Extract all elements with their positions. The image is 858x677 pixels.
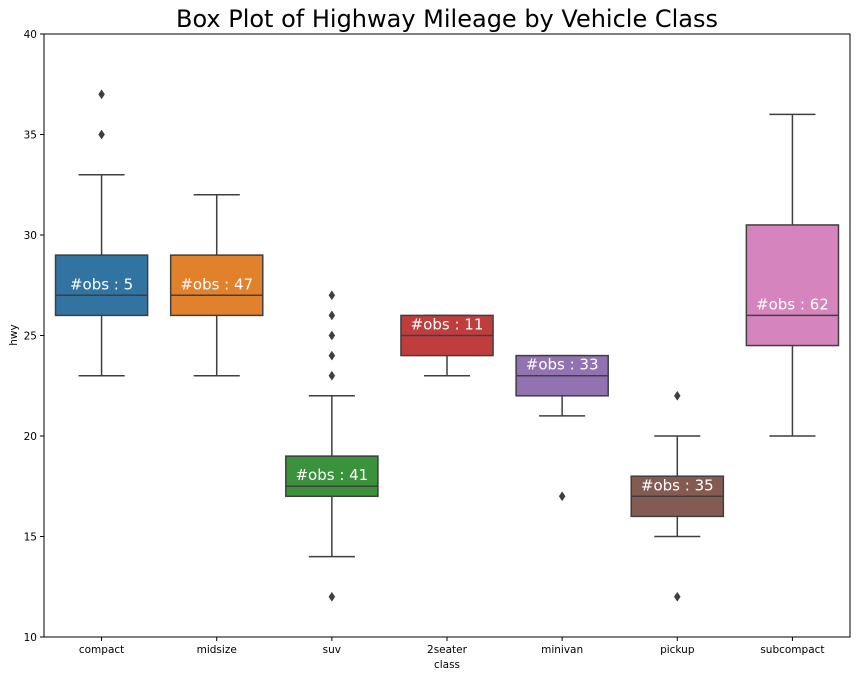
y-tick-label: 15 [24, 532, 37, 544]
y-tick-label: 35 [24, 130, 37, 142]
outlier-point [98, 89, 105, 100]
x-tick-label: midsize [197, 644, 237, 656]
obs-annotation: #obs : 41 [295, 466, 368, 484]
outlier-point [558, 491, 566, 502]
box-suv [285, 455, 379, 498]
x-tick-label: compact [79, 644, 124, 656]
outlier-point [328, 310, 336, 321]
plot-area: 10 15 20 25 30 35 40 compact midsize suv 2seater mi… [24, 29, 840, 656]
x-tick-label: 2seater [427, 644, 468, 656]
y-tick-label: 20 [24, 431, 37, 443]
obs-annotation: #obs : 5 [70, 275, 133, 293]
box-subcompact [745, 224, 840, 347]
obs-annotation: #obs : 33 [526, 356, 599, 374]
x-tick-label: suv [323, 644, 341, 656]
y-tick-label: 25 [24, 331, 37, 343]
outlier-point [328, 591, 336, 602]
obs-annotation: #obs : 11 [411, 315, 484, 333]
y-axis-label: hwy [8, 324, 20, 345]
box-midsize [169, 254, 264, 317]
x-tick-label: subcompact [760, 644, 824, 656]
outlier-point [328, 350, 336, 361]
chart-title: Box Plot of Highway Mileage by Vehicle C… [176, 5, 718, 33]
outlier-point [673, 390, 681, 401]
obs-annotation: #obs : 62 [756, 295, 829, 313]
x-tick-label: minivan [541, 644, 583, 656]
outlier-point [673, 591, 681, 602]
outlier-point [328, 330, 336, 341]
plot-frame [43, 33, 851, 638]
x-tick-label: pickup [660, 644, 695, 656]
y-tick-label: 30 [24, 230, 37, 242]
box-compact [54, 254, 149, 317]
y-tick-label: 40 [24, 29, 37, 41]
obs-annotation: #obs : 47 [180, 275, 253, 293]
y-tick-label: 10 [24, 632, 37, 644]
obs-annotation: #obs : 35 [641, 476, 714, 494]
outlier-point [328, 290, 336, 301]
outlier-point [98, 129, 105, 140]
x-axis-label: class [434, 659, 460, 671]
outlier-point [328, 370, 336, 381]
